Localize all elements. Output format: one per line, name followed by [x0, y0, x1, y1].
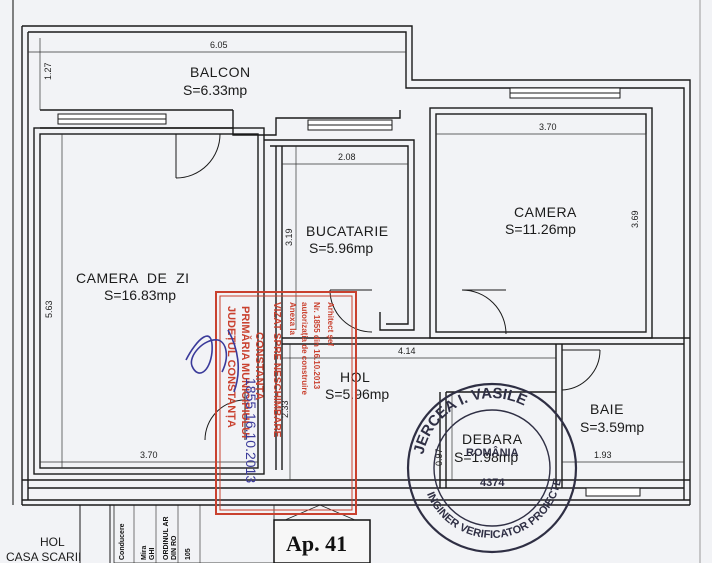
- stamp-line-2: PRIMĂRIA MUNICIPIULUI: [239, 306, 252, 438]
- dim-bucatarie-width: 2.08: [338, 152, 356, 162]
- stamp-line-1: JUDEȚUL CONSTANȚA: [225, 306, 237, 428]
- outer-wall-top-right: [22, 25, 691, 505]
- room-camera-area: S=11.26mp: [505, 221, 576, 237]
- window-baie: [585, 487, 641, 497]
- door-baie-swing: [561, 349, 601, 391]
- stamp-line-4: VIZAT SPRE NESCHIMBARE: [271, 302, 282, 438]
- stamp-line-5: Anexa la: [288, 302, 297, 335]
- dim-camera-depth: 3.69: [630, 210, 640, 228]
- title-block-col6: 105: [185, 548, 192, 560]
- dim-hol-width: 4.14: [398, 346, 416, 356]
- seal-middle-text: ROMÂNIA: [466, 446, 519, 459]
- room-camera-name: CAMERA: [514, 204, 577, 220]
- seal-outer-ring: [406, 382, 578, 554]
- windows: [57, 87, 641, 497]
- room-hol-area: S=5.96mp: [325, 386, 389, 402]
- door-balcon-swing: [175, 133, 221, 179]
- title-block: Conducere Mira GHI ORDINUL AR DIN RO 105: [113, 504, 275, 563]
- dim-balcon-width: 6.05: [210, 40, 228, 50]
- apartment-label-box: [273, 519, 371, 563]
- handwritten-signature: [185, 329, 240, 393]
- dim-debara-depth: 0.97: [434, 448, 444, 466]
- room-camera-de-zi-name: CAMERA DE ZI: [76, 270, 190, 286]
- outer-wall-top-right-inner: [28, 31, 685, 500]
- room-debara-name: DEBARA: [462, 431, 523, 447]
- dim-hol-depth: 2.33: [280, 400, 290, 418]
- stamp-line-8: Arhitect șef: [326, 302, 335, 346]
- dim-bucatarie-depth: 3.19: [284, 228, 294, 246]
- stairs-casa-scarii-label: CASA SCARII: [6, 550, 81, 563]
- room-bucatarie-area: S=5.96mp: [309, 240, 373, 256]
- stairs-hol-label: HOL: [40, 535, 65, 549]
- room-baie-area: S=3.59mp: [580, 419, 644, 435]
- room-baie-name: BAIE: [590, 401, 624, 417]
- stamp-line-7: Nr. 1855 din 16.10.2013: [312, 302, 321, 390]
- bucatarie-walls-inner: [270, 145, 409, 325]
- door-kitchen-swing: [329, 289, 373, 333]
- room-balcon-name: BALCON: [190, 64, 251, 80]
- room-hol-name: HOL: [340, 369, 370, 385]
- balcon-wall-right: [232, 110, 401, 136]
- apartment-label: Ap. 41: [286, 531, 347, 556]
- signature-stroke-2: [227, 329, 240, 393]
- title-block-col2: Mira: [141, 546, 148, 561]
- seal-inner-ring: [433, 409, 551, 527]
- door-camera-swing: [461, 289, 507, 335]
- room-bucatarie-name: BUCATARIE: [306, 223, 389, 239]
- camera-de-zi-outline: [33, 127, 265, 475]
- room-balcon-area: S=6.33mp: [183, 82, 247, 98]
- title-block-col3: GHI: [149, 548, 156, 561]
- dim-living-width: 3.70: [140, 450, 158, 460]
- handwritten-number: 1855 16.10.2013: [243, 378, 259, 483]
- approval-stamp: JUDEȚUL CONSTANȚA PRIMĂRIA MUNICIPIULUI …: [215, 291, 357, 515]
- seal-number: 4374: [480, 477, 505, 489]
- dim-balcon-depth: 1.27: [43, 62, 53, 80]
- dim-baie-width: 1.93: [594, 450, 612, 460]
- room-camera-de-zi-area: S=16.83mp: [104, 287, 176, 303]
- room-debara-area: S=1.98mp: [454, 449, 518, 465]
- stamp-line-3: CONSTANȚA: [253, 332, 265, 400]
- stamp-frame: [215, 291, 357, 515]
- bucatarie-walls: [264, 139, 415, 331]
- stamp-frame-inner: [219, 295, 353, 511]
- title-block-col5: DIN RO: [171, 535, 178, 560]
- title-block-col1: Conducere: [119, 523, 126, 560]
- dim-camera-width: 3.70: [539, 122, 557, 132]
- stamp-line-6: autorizația de construire: [300, 302, 309, 395]
- dim-living-depth: 5.63: [44, 300, 54, 318]
- dimension-lines: [28, 38, 684, 480]
- camera-de-zi-inner: [39, 133, 259, 469]
- signature-stroke-1: [185, 335, 228, 374]
- title-block-col4: ORDINUL AR: [163, 516, 170, 560]
